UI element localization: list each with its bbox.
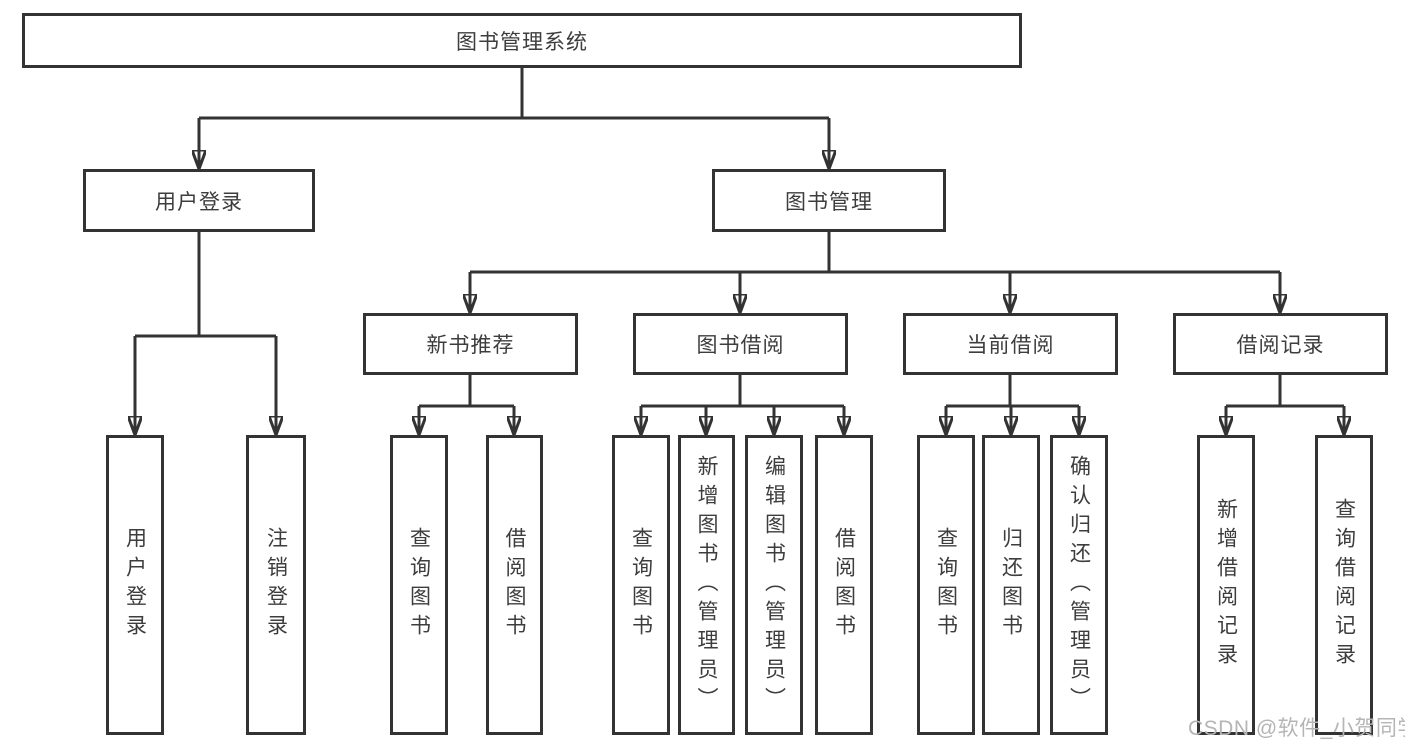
connectors-new-book-recommend: [419, 375, 514, 435]
node-leaf-edit-books-admin: 编辑图书（管理员）: [745, 435, 803, 735]
node-leaf-add-borrow-record: 新增借阅记录: [1197, 435, 1255, 735]
node-leaf-user-login: 用户登录: [106, 435, 164, 735]
node-leaf-query-books-2: 查询图书: [612, 435, 670, 735]
node-leaf-logout: 注销登录: [246, 435, 306, 735]
connectors-current-borrow: [946, 375, 1079, 435]
connectors-user-login: [135, 232, 276, 435]
node-leaf-add-books-admin: 新增图书（管理员）: [678, 435, 735, 735]
connectors-borrow-records: [1226, 375, 1344, 435]
node-root: 图书管理系统: [22, 13, 1022, 68]
node-leaf-borrow-books-1: 借阅图书: [486, 435, 543, 735]
connectors-book-borrow: [641, 375, 844, 435]
watermark: CSDN @软件_小贺同学: [1188, 717, 1405, 740]
node-leaf-query-borrow-record: 查询借阅记录: [1315, 435, 1373, 735]
node-leaf-return-books: 归还图书: [982, 435, 1040, 735]
node-book-management: 图书管理: [712, 169, 946, 232]
connectors-root: [199, 68, 829, 169]
node-user-login: 用户登录: [83, 169, 315, 232]
node-new-book-recommend: 新书推荐: [363, 313, 578, 375]
node-leaf-borrow-books-2: 借阅图书: [815, 435, 873, 735]
node-current-borrow: 当前借阅: [903, 313, 1118, 375]
node-borrow-records: 借阅记录: [1173, 313, 1388, 375]
connectors-book-management: [470, 232, 1280, 313]
node-leaf-query-books-1: 查询图书: [390, 435, 448, 735]
node-leaf-query-books-3: 查询图书: [917, 435, 975, 735]
node-leaf-confirm-return-admin: 确认归还（管理员）: [1050, 435, 1108, 735]
node-book-borrow: 图书借阅: [633, 313, 848, 375]
